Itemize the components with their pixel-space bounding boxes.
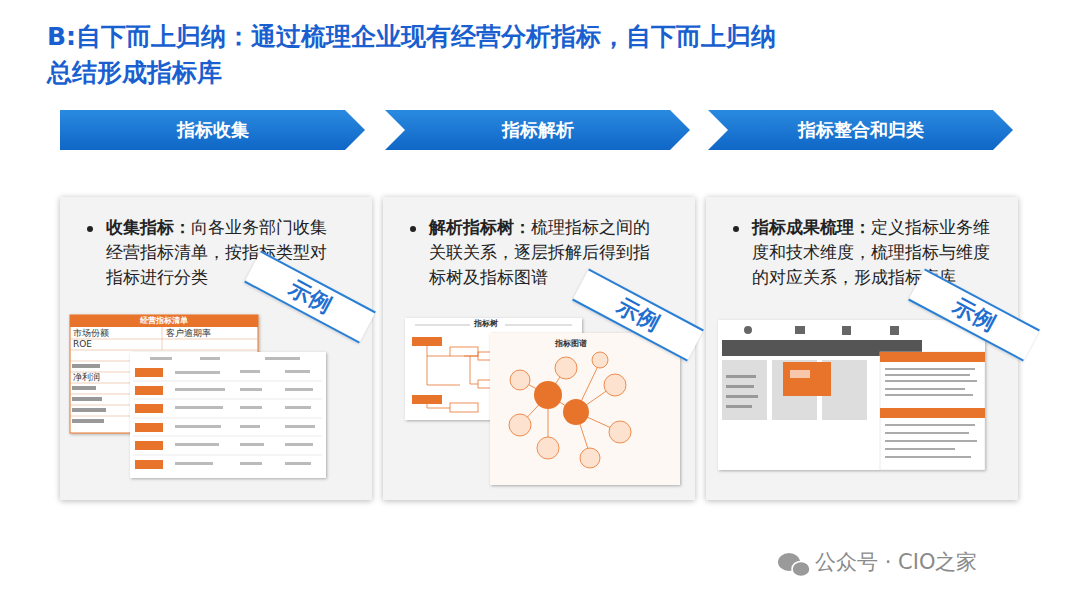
step-label: 指标整合和归类 bbox=[708, 110, 1013, 150]
thumbnail-label: 经营指标清单 bbox=[70, 315, 258, 327]
card-heading: 指标成果梳理： bbox=[752, 217, 871, 237]
bullet-dot bbox=[87, 226, 93, 232]
graph-thumbnail bbox=[490, 333, 680, 485]
thumbnail-label: 客户逾期率 bbox=[166, 328, 211, 339]
step-chevron: 指标解析 bbox=[385, 110, 690, 150]
step-chevron: 指标收集 bbox=[60, 110, 365, 150]
bullet-dot bbox=[410, 226, 416, 232]
thumbnail-label: 指标图谱 bbox=[555, 339, 587, 349]
step-label: 指标解析 bbox=[385, 110, 690, 150]
card-heading: 解析指标树： bbox=[429, 217, 531, 237]
thumbnail-label: 市场份额 bbox=[73, 328, 109, 339]
ribbon-label: 示例 bbox=[245, 252, 375, 341]
thumbnail-label: 指标树 bbox=[474, 319, 498, 329]
watermark: 公众号 · CIO之家 bbox=[815, 550, 977, 575]
thumbnail-label: ROE bbox=[73, 339, 92, 350]
wechat-icon bbox=[778, 553, 810, 577]
result-thumbnail bbox=[718, 320, 985, 470]
step-chevron: 指标整合和归类 bbox=[708, 110, 1013, 150]
card-text: 解析指标树：梳理指标之间的关联关系，逐层拆解后得到指标树及指标图谱 bbox=[429, 215, 654, 290]
bullet-dot bbox=[733, 226, 739, 232]
step-label: 指标收集 bbox=[60, 110, 365, 150]
example-ribbon: 示例 bbox=[244, 251, 376, 344]
card-text: 指标成果梳理：定义指标业务维度和技术维度，梳理指标与维度的对应关系，形成指标库库 bbox=[752, 215, 995, 290]
category-thumbnail bbox=[130, 352, 326, 478]
slide-title: B:自下而上归纳：通过梳理企业现有经营分析指标，自下而上归纳总结形成指标库 bbox=[47, 19, 787, 91]
thumbnail-label: 净利润 bbox=[73, 372, 100, 383]
card-heading: 收集指标： bbox=[106, 217, 191, 237]
